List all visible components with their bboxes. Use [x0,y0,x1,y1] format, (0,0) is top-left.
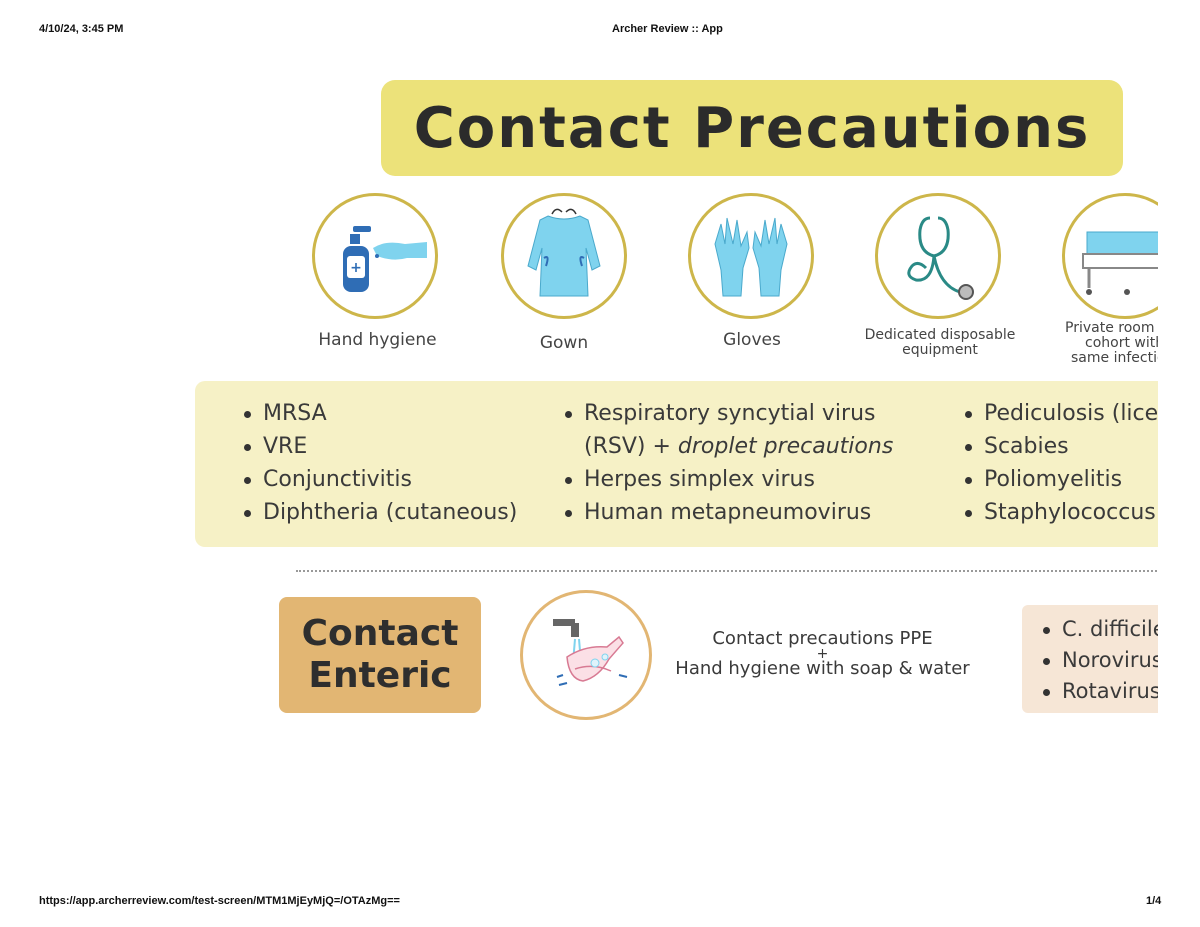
condition-item: Staphylococcus [962,496,1158,529]
enteric-title-line-2: Enteric [308,655,452,696]
condition-item: Conjunctivitis [241,463,517,496]
enteric-ppe-line-1: Contact precautions PPE [712,628,933,649]
enteric-ppe-line-2: Hand hygiene with soap & water [675,658,970,679]
enteric-plus: + [816,646,829,662]
caption-gloves: Gloves [723,330,781,350]
print-page-title: Archer Review :: App [612,23,723,35]
organism-item: Rotavirus [1040,676,1158,707]
gloves-circle [688,193,814,319]
condition-item: MRSA [241,397,517,430]
caption-private-room: Private room cohort with same infectio [1065,320,1158,366]
conditions-column-3: Pediculosis (lice Scabies Poliomyelitis … [962,397,1158,529]
caption-hand-hygiene: Hand hygiene [318,330,437,350]
title-banner: Contact Precautions [381,80,1123,176]
caption-equipment: Dedicated disposable equipment [864,327,1016,358]
condition-item: Scabies [962,430,1158,463]
svg-text:+: + [350,260,362,276]
droplet-note: droplet precautions [677,434,894,459]
enteric-ppe-text: Contact precautions PPE + Hand hygiene w… [660,630,985,678]
contact-enteric-label: Contact Enteric [279,597,481,713]
private-room-circle [1062,193,1158,319]
organism-item: Norovirus [1040,645,1158,676]
organism-item: C. difficile [1040,614,1158,645]
condition-item: Human metapneumovirus [562,496,893,529]
enteric-title-line-1: Contact [301,613,459,654]
handwashing-icon [553,619,628,686]
conditions-panel [195,381,1158,547]
caption-gown: Gown [539,333,589,353]
hand-hygiene-circle: + [312,193,438,319]
enteric-organisms-list: C. difficile Norovirus Rotavirus [1040,614,1158,707]
section-divider [296,570,1158,572]
conditions-column-2: Respiratory syncytial virus (RSV) + drop… [562,397,893,529]
hand-sanitizer-icon: + [343,226,427,292]
condition-item: Herpes simplex virus [562,463,893,496]
gown-circle [501,193,627,319]
condition-item: Poliomyelitis [962,463,1158,496]
gloves-icon [714,217,788,297]
stethoscope-icon [907,216,974,300]
infographic-title: Contact Precautions [413,95,1091,161]
rsv-abbrev: (RSV) + [584,434,671,459]
print-datetime: 4/10/24, 3:45 PM [39,23,124,35]
conditions-column-1: MRSA VRE Conjunctivitis Diphtheria (cuta… [241,397,517,529]
condition-item: Diphtheria (cutaneous) [241,496,517,529]
print-url: https://app.archerreview.com/test-screen… [39,895,400,907]
infographic: Contact Precautions + Hand hygiene Gown [195,80,1158,720]
condition-item-rsv-cont: (RSV) + droplet precautions [562,430,893,463]
print-page-number: 1/4 [1146,895,1162,907]
condition-item-rsv: Respiratory syncytial virus [562,397,893,430]
gown-icon [527,208,601,297]
equipment-circle [875,193,1001,319]
hospital-bed-icon [1082,231,1158,295]
condition-item: Pediculosis (lice [962,397,1158,430]
handwashing-circle [520,590,652,720]
condition-item: VRE [241,430,517,463]
